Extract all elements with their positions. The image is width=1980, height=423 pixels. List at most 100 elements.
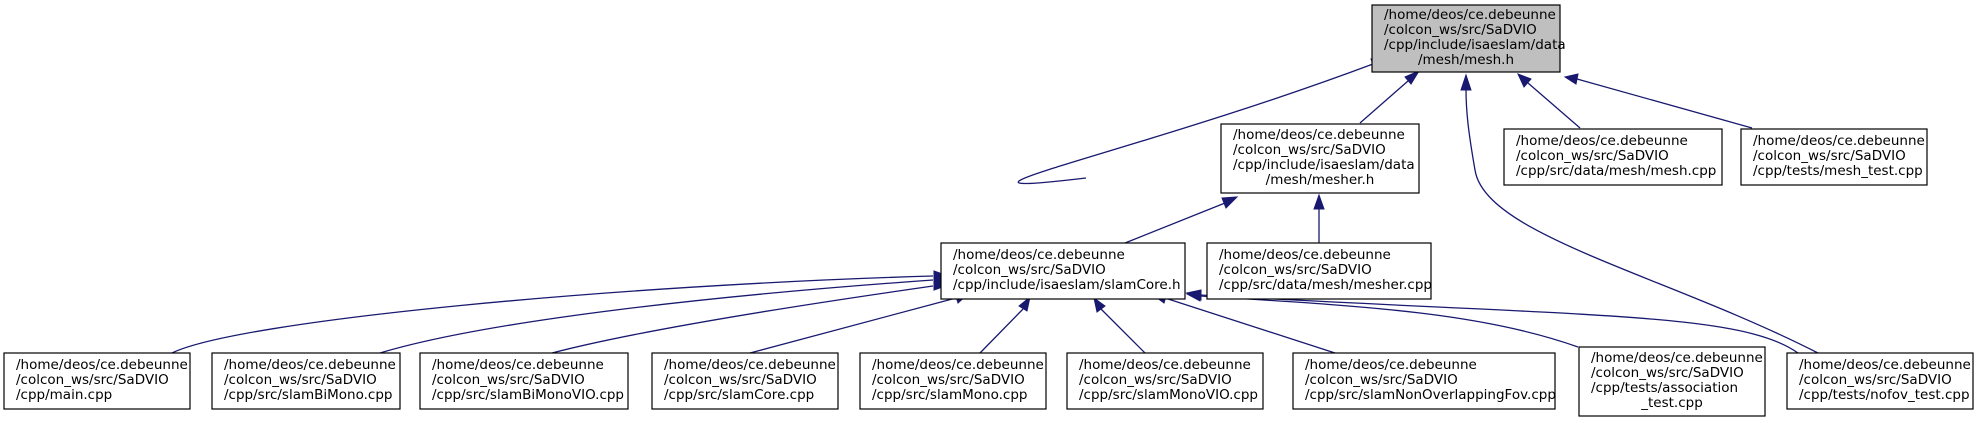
node-line: /cpp/main.cpp bbox=[16, 387, 112, 403]
node-line: /home/deos/ce.debeunne bbox=[16, 357, 188, 373]
node-slamcore-h[interactable]: /home/deos/ce.debeunne/colcon_ws/src/SaD… bbox=[940, 242, 1186, 300]
node-line: /colcon_ws/src/SaDVIO bbox=[16, 372, 169, 388]
edge-slammono-to-slamcore bbox=[979, 308, 1024, 354]
node-slamcore-cpp[interactable]: /home/deos/ce.debeunne/colcon_ws/src/SaD… bbox=[651, 352, 839, 410]
node-line: /colcon_ws/src/SaDVIO bbox=[1799, 372, 1952, 388]
node-line: /cpp/src/slamNonOverlappingFov.cpp bbox=[1305, 387, 1556, 403]
node-line: /colcon_ws/src/SaDVIO bbox=[1516, 148, 1669, 164]
node-mesh-test[interactable]: /home/deos/ce.debeunne/colcon_ws/src/SaD… bbox=[1740, 128, 1928, 186]
svg-text:/home/deos/ce.debeunne/colcon_: /home/deos/ce.debeunne/colcon_ws/src/SaD… bbox=[1591, 350, 1763, 411]
node-line: /colcon_ws/src/SaDVIO bbox=[432, 372, 585, 388]
node-line: /home/deos/ce.debeunne bbox=[1079, 357, 1251, 373]
edges bbox=[171, 57, 1819, 354]
svg-text:/home/deos/ce.debeunne/colcon_: /home/deos/ce.debeunne/colcon_ws/src/SaD… bbox=[664, 357, 836, 403]
node-line: /home/deos/ce.debeunne bbox=[1219, 247, 1391, 263]
svg-text:/home/deos/ce.debeunne/colcon_: /home/deos/ce.debeunne/colcon_ws/src/SaD… bbox=[16, 357, 188, 403]
edge-slamcore-to-mesh-h bbox=[1017, 63, 1374, 185]
node-association-test-cpp[interactable]: /home/deos/ce.debeunne/colcon_ws/src/SaD… bbox=[1578, 346, 1766, 417]
svg-text:/home/deos/ce.debeunne/colcon_: /home/deos/ce.debeunne/colcon_ws/src/SaD… bbox=[953, 247, 1181, 293]
arrowhead bbox=[1563, 73, 1579, 85]
edge-slamcore-to-mesher-h bbox=[1124, 202, 1226, 244]
node-line: /mesh/mesher.h bbox=[1266, 172, 1375, 188]
node-line: /mesh/mesh.h bbox=[1418, 52, 1514, 68]
node-line: /home/deos/ce.debeunne bbox=[1305, 357, 1477, 373]
node-slambimono-cpp[interactable]: /home/deos/ce.debeunne/colcon_ws/src/SaD… bbox=[211, 352, 401, 410]
node-line: /colcon_ws/src/SaDVIO bbox=[1384, 22, 1537, 38]
svg-text:/home/deos/ce.debeunne/colcon_: /home/deos/ce.debeunne/colcon_ws/src/SaD… bbox=[1219, 247, 1432, 293]
edge-slamcore-cpp-to-slamcore bbox=[749, 297, 957, 354]
arrowhead bbox=[1093, 296, 1106, 313]
node-line: /colcon_ws/src/SaDVIO bbox=[224, 372, 377, 388]
edge-mesh-cpp-to-mesh-h bbox=[1527, 82, 1581, 129]
arrowhead bbox=[1460, 73, 1472, 91]
node-line: /home/deos/ce.debeunne bbox=[1233, 127, 1405, 143]
node-line: /colcon_ws/src/SaDVIO bbox=[664, 372, 817, 388]
edge-bimono-to-slamcore bbox=[379, 279, 934, 354]
arrowhead bbox=[1018, 295, 1031, 312]
edge-association-to-slamcore bbox=[1199, 295, 1579, 348]
node-line: /home/deos/ce.debeunne bbox=[953, 247, 1125, 263]
node-line: /cpp/src/data/mesh/mesher.cpp bbox=[1219, 277, 1432, 293]
node-line: /cpp/tests/nofov_test.cpp bbox=[1799, 387, 1970, 403]
node-slamnonoverlappingfov-cpp[interactable]: /home/deos/ce.debeunne/colcon_ws/src/SaD… bbox=[1292, 352, 1556, 410]
svg-text:/home/deos/ce.debeunne/colcon_: /home/deos/ce.debeunne/colcon_ws/src/SaD… bbox=[1384, 7, 1566, 68]
node-line: /home/deos/ce.debeunne bbox=[1799, 357, 1971, 373]
node-line: /home/deos/ce.debeunne bbox=[1516, 133, 1688, 149]
node-slammonovio-cpp[interactable]: /home/deos/ce.debeunne/colcon_ws/src/SaD… bbox=[1066, 352, 1264, 410]
svg-text:/home/deos/ce.debeunne/colcon_: /home/deos/ce.debeunne/colcon_ws/src/SaD… bbox=[432, 357, 624, 403]
arrowhead bbox=[1221, 196, 1239, 209]
node-line: /cpp/src/slamBiMono.cpp bbox=[224, 387, 392, 403]
node-line: /home/deos/ce.debeunne bbox=[664, 357, 836, 373]
edge-mesh-test-to-mesh-h bbox=[1576, 78, 1753, 129]
svg-text:/home/deos/ce.debeunne/colcon_: /home/deos/ce.debeunne/colcon_ws/src/SaD… bbox=[1516, 133, 1716, 179]
node-line: /cpp/include/isaeslam/data bbox=[1384, 37, 1566, 53]
node-line: /cpp/tests/association bbox=[1591, 380, 1738, 396]
node-main-cpp[interactable]: /home/deos/ce.debeunne/colcon_ws/src/SaD… bbox=[3, 352, 191, 410]
svg-text:/home/deos/ce.debeunne/colcon_: /home/deos/ce.debeunne/colcon_ws/src/SaD… bbox=[1305, 357, 1556, 403]
node-line: /colcon_ws/src/SaDVIO bbox=[872, 372, 1025, 388]
node-line: /cpp/src/slamBiMonoVIO.cpp bbox=[432, 387, 624, 403]
node-mesh-h[interactable]: /home/deos/ce.debeunne/colcon_ws/src/SaD… bbox=[1371, 4, 1566, 73]
svg-text:/home/deos/ce.debeunne/colcon_: /home/deos/ce.debeunne/colcon_ws/src/SaD… bbox=[1799, 357, 1971, 403]
node-line: /colcon_ws/src/SaDVIO bbox=[1753, 148, 1906, 164]
node-line: /home/deos/ce.debeunne bbox=[1753, 133, 1925, 149]
node-line: _test.cpp bbox=[1640, 395, 1703, 411]
node-slambimonovio-cpp[interactable]: /home/deos/ce.debeunne/colcon_ws/src/SaD… bbox=[419, 352, 629, 410]
node-line: /home/deos/ce.debeunne bbox=[1384, 7, 1556, 23]
node-line: /cpp/src/slamMonoVIO.cpp bbox=[1079, 387, 1258, 403]
node-line: /cpp/src/slamMono.cpp bbox=[872, 387, 1027, 403]
edge-mesher-h-to-mesh-h bbox=[1359, 80, 1409, 124]
node-line: /home/deos/ce.debeunne bbox=[432, 357, 604, 373]
svg-text:/home/deos/ce.debeunne/colcon_: /home/deos/ce.debeunne/colcon_ws/src/SaD… bbox=[1079, 357, 1258, 403]
node-slammono-cpp[interactable]: /home/deos/ce.debeunne/colcon_ws/src/SaD… bbox=[859, 352, 1047, 410]
edge-nofov-to-mesh-h bbox=[1465, 88, 1819, 354]
edge-bimonovio-to-slamcore bbox=[551, 285, 934, 354]
node-line: /colcon_ws/src/SaDVIO bbox=[953, 262, 1106, 278]
svg-text:/home/deos/ce.debeunne/colcon_: /home/deos/ce.debeunne/colcon_ws/src/SaD… bbox=[224, 357, 396, 403]
edge-slammonovio-to-slamcore bbox=[1100, 308, 1146, 354]
svg-text:/home/deos/ce.debeunne/colcon_: /home/deos/ce.debeunne/colcon_ws/src/SaD… bbox=[1753, 133, 1925, 179]
node-line: /cpp/src/data/mesh/mesh.cpp bbox=[1516, 163, 1716, 179]
node-nofov-test-cpp[interactable]: /home/deos/ce.debeunne/colcon_ws/src/SaD… bbox=[1786, 352, 1974, 410]
edge-main-to-slamcore bbox=[171, 275, 934, 354]
arrowhead bbox=[1185, 289, 1202, 301]
edge-nofov-to-slamcore bbox=[1199, 294, 1799, 354]
node-line: /colcon_ws/src/SaDVIO bbox=[1591, 365, 1744, 381]
node-line: /cpp/include/isaeslam/slamCore.h bbox=[953, 277, 1181, 293]
edge-nonoverlapping-to-slamcore bbox=[1164, 297, 1336, 354]
node-line: /home/deos/ce.debeunne bbox=[1591, 350, 1763, 366]
node-line: /cpp/src/slamCore.cpp bbox=[664, 387, 814, 403]
node-line: /colcon_ws/src/SaDVIO bbox=[1079, 372, 1232, 388]
node-mesh-cpp[interactable]: /home/deos/ce.debeunne/colcon_ws/src/SaD… bbox=[1503, 128, 1723, 186]
node-line: /home/deos/ce.debeunne bbox=[224, 357, 396, 373]
svg-text:/home/deos/ce.debeunne/colcon_: /home/deos/ce.debeunne/colcon_ws/src/SaD… bbox=[872, 357, 1044, 403]
node-line: /colcon_ws/src/SaDVIO bbox=[1219, 262, 1372, 278]
arrowhead bbox=[1313, 193, 1325, 210]
node-line: /colcon_ws/src/SaDVIO bbox=[1305, 372, 1458, 388]
node-line: /colcon_ws/src/SaDVIO bbox=[1233, 142, 1386, 158]
node-mesher-h[interactable]: /home/deos/ce.debeunne/colcon_ws/src/SaD… bbox=[1220, 123, 1420, 194]
node-mesher-cpp[interactable]: /home/deos/ce.debeunne/colcon_ws/src/SaD… bbox=[1206, 242, 1432, 300]
node-line: /cpp/tests/mesh_test.cpp bbox=[1753, 163, 1923, 179]
svg-text:/home/deos/ce.debeunne/colcon_: /home/deos/ce.debeunne/colcon_ws/src/SaD… bbox=[1233, 127, 1415, 188]
